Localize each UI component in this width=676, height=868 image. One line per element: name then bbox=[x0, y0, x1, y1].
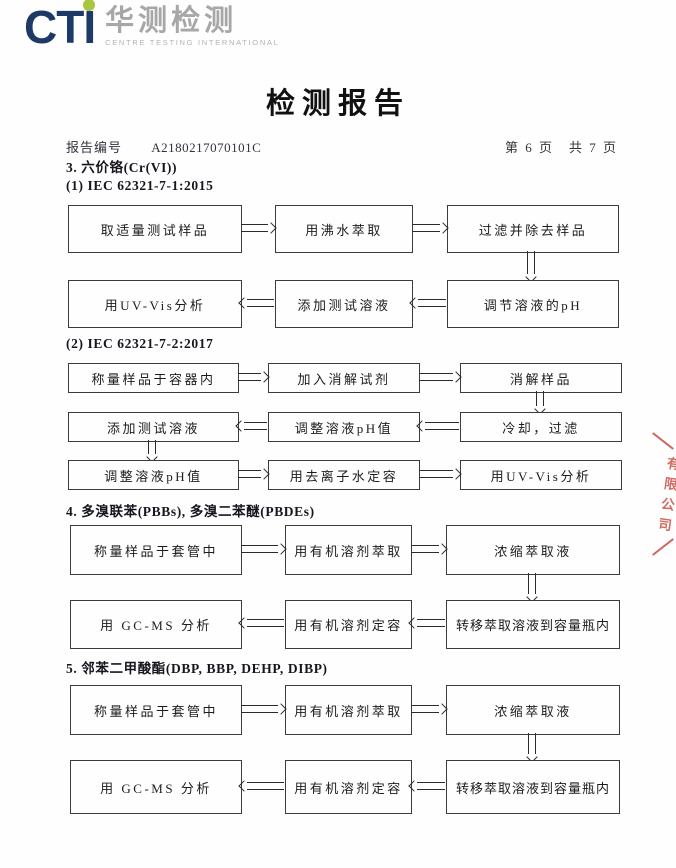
section-3-1-heading: (1) IEC 62321-7-1:2015 bbox=[66, 178, 214, 193]
flow-step: 称量样品于容器内 bbox=[68, 363, 239, 393]
flow-arrow-left-icon bbox=[409, 297, 446, 309]
flow-arrow-left-icon bbox=[235, 420, 267, 432]
flow-arrow-right-icon bbox=[412, 222, 449, 234]
flow-arrow-left-icon bbox=[238, 780, 284, 792]
stamp-text: 有限公司 bbox=[654, 455, 676, 539]
flow-step: 浓缩萃取液 bbox=[446, 685, 620, 735]
flow-step: 用有机溶剂萃取 bbox=[285, 525, 412, 575]
flow-step: 添加测试溶液 bbox=[275, 280, 413, 328]
flow-step: 冷却，过滤 bbox=[460, 412, 622, 442]
flow-arrow-right-icon bbox=[241, 222, 277, 234]
page-title: 检测报告 bbox=[265, 88, 410, 120]
flow-arrow-down-icon bbox=[526, 573, 538, 603]
flow-arrow-right-icon bbox=[238, 468, 270, 480]
stamp-arc-line bbox=[652, 432, 674, 450]
flow-step: 调整溶液pH值 bbox=[268, 412, 420, 442]
flow-arrow-left-icon bbox=[238, 617, 284, 629]
flow-step: 调节溶液的pH bbox=[447, 280, 619, 328]
flow-step: 转移萃取溶液到容量瓶内 bbox=[446, 760, 620, 814]
flow-arrow-right-icon bbox=[419, 371, 462, 383]
flow-arrow-right-icon bbox=[411, 543, 448, 555]
flow-step: 取适量测试样品 bbox=[68, 205, 242, 253]
flow-arrow-left-icon bbox=[416, 420, 459, 432]
red-seal-stamp: 有限公司 bbox=[648, 428, 676, 560]
flow-step: 浓缩萃取液 bbox=[446, 525, 620, 575]
flow-step: 用UV-Vis分析 bbox=[460, 460, 622, 490]
stamp-arc-line bbox=[652, 538, 674, 556]
flow-step: 称量样品于套管中 bbox=[70, 525, 242, 575]
cti-logo-text: CTI bbox=[24, 1, 96, 53]
flow-arrow-right-icon bbox=[241, 543, 287, 555]
cti-logo-chinese-name: 华测检测 bbox=[105, 5, 238, 38]
flow-step: 过滤并除去样品 bbox=[447, 205, 619, 253]
flow-step: 用去离子水定容 bbox=[268, 460, 420, 490]
report-number-row: 报告编号 A2180217070101C bbox=[66, 137, 261, 156]
flow-step: 添加测试溶液 bbox=[68, 412, 239, 442]
flow-arrow-right-icon bbox=[411, 703, 448, 715]
flow-arrow-down-icon bbox=[525, 251, 537, 283]
flow-step: 调整溶液pH值 bbox=[68, 460, 239, 490]
section-5-heading: 5. 邻苯二甲酸酯(DBP, BBP, DEHP, DIBP) bbox=[66, 661, 328, 676]
flow-step: 用有机溶剂萃取 bbox=[285, 685, 412, 735]
report-number-label: 报告编号 bbox=[66, 140, 123, 155]
flow-step: 消解样品 bbox=[460, 363, 622, 393]
cti-logo-english-name: CENTRE TESTING INTERNATIONAL bbox=[105, 38, 280, 48]
flow-step: 用有机溶剂定容 bbox=[285, 760, 412, 814]
flow-step: 转移萃取溶液到容量瓶内 bbox=[446, 600, 620, 649]
flow-arrow-left-icon bbox=[408, 617, 445, 629]
flow-step: 称量样品于套管中 bbox=[70, 685, 242, 735]
cti-logo-acronym: CTI bbox=[24, 0, 96, 50]
flow-step: 用 GC-MS 分析 bbox=[70, 760, 242, 814]
cti-logo-names: 华测检测 CENTRE TESTING INTERNATIONAL bbox=[105, 6, 279, 48]
flow-arrow-left-icon bbox=[408, 780, 445, 792]
flow-arrow-left-icon bbox=[238, 297, 274, 309]
section-3-2-heading: (2) IEC 62321-7-2:2017 bbox=[66, 336, 214, 351]
flow-arrow-right-icon bbox=[238, 371, 270, 383]
section-4-heading: 4. 多溴联苯(PBBs), 多溴二苯醚(PBDEs) bbox=[66, 504, 315, 519]
cti-logo: CTI 华测检测 CENTRE TESTING INTERNATIONAL bbox=[24, 0, 280, 50]
flow-step: 用 GC-MS 分析 bbox=[70, 600, 242, 649]
section-3-heading: 3. 六价铬(Cr(VI)) bbox=[66, 160, 178, 175]
report-number-value: A2180217070101C bbox=[151, 140, 262, 155]
flow-arrow-down-icon bbox=[146, 440, 158, 463]
flow-arrow-down-icon bbox=[534, 391, 546, 415]
flow-arrow-right-icon bbox=[419, 468, 462, 480]
page-indicator: 第 6 页 共 7 页 bbox=[504, 140, 618, 155]
flow-step: 加入消解试剂 bbox=[268, 363, 420, 393]
flow-step: 用有机溶剂定容 bbox=[285, 600, 412, 649]
flow-step: 用沸水萃取 bbox=[275, 205, 413, 253]
flow-step: 用UV-Vis分析 bbox=[68, 280, 242, 328]
cti-logo-dot-icon bbox=[83, 0, 96, 11]
flow-arrow-right-icon bbox=[241, 703, 287, 715]
flow-arrow-down-icon bbox=[526, 733, 538, 763]
